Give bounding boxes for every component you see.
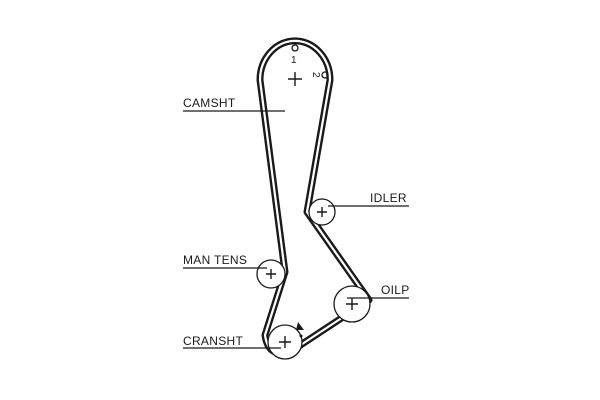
timing-mark-2-icon xyxy=(321,71,329,79)
tensioner-label: MAN TENS xyxy=(183,253,247,267)
camshaft-pulley xyxy=(288,44,329,86)
camshaft-label: CAMSHT xyxy=(183,96,236,110)
timing-mark-1-icon xyxy=(291,44,299,52)
timing-mark-1-label: 1 xyxy=(291,55,297,66)
idler-pulley xyxy=(308,198,336,226)
crankshaft-label: CRANSHT xyxy=(183,334,243,348)
idler-label: IDLER xyxy=(370,191,407,205)
leader-lines xyxy=(183,110,409,349)
tensioner-pulley xyxy=(256,259,286,289)
oil-pump-label: OILP xyxy=(381,283,410,297)
timing-mark-2-label: 2 xyxy=(310,72,321,78)
crank-timing-dot-icon xyxy=(299,334,303,338)
oil-pump-pulley xyxy=(333,285,371,323)
crank-timing-arrow-icon xyxy=(296,322,304,330)
crankshaft-pulley xyxy=(267,322,304,360)
